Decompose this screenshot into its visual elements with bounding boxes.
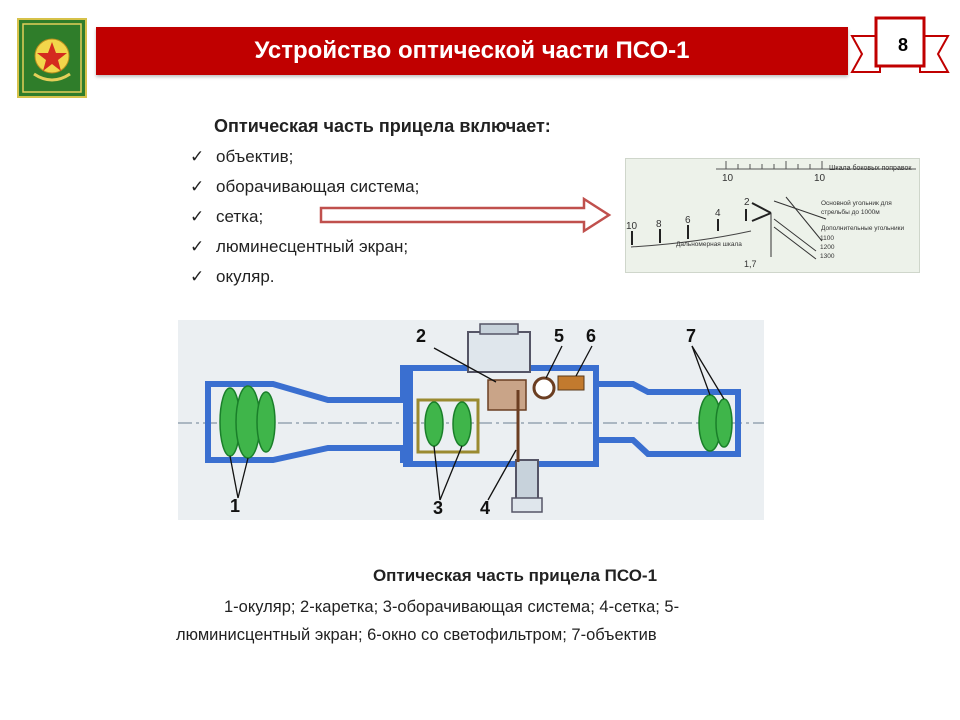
- scale-label-top: Шкала боковых поправок: [829, 165, 912, 172]
- scale-extra-1100: 1100: [820, 235, 834, 242]
- list-item-text: оборачивающая система;: [216, 177, 420, 196]
- list-item: ✓ оборачивающая система;: [190, 172, 419, 202]
- scale-top-number-right: 10: [814, 173, 826, 184]
- list-item: ✓ люминесцентный экран;: [190, 232, 419, 262]
- list-item-text: объектив;: [216, 147, 294, 166]
- checkmark-icon: ✓: [190, 147, 205, 166]
- emblem-logo: [17, 18, 87, 98]
- scale-digit: 8: [656, 219, 662, 230]
- caption-line-1: 1-окуляр; 2-каретка; 3-оборачивающая сис…: [224, 598, 680, 616]
- list-heading: Оптическая часть прицела включает:: [214, 116, 551, 136]
- list-item: ✓ объектив;: [190, 142, 419, 172]
- part-label-7: 7: [686, 326, 697, 346]
- scale-extra-1200: 1200: [820, 244, 835, 251]
- list-item: ✓ окуляр.: [190, 262, 419, 292]
- scale-label-range: Дальномерная шкала: [676, 241, 742, 248]
- slide-title: Устройство оптической части ПСО-1: [96, 27, 848, 75]
- scale-label-extra: Дополнительные угольники: [821, 225, 905, 232]
- list-item-text: сетка;: [216, 207, 264, 226]
- part-label-6: 6: [586, 326, 597, 346]
- scale-bottom-number: 1,7: [744, 259, 757, 269]
- scale-digit: 2: [744, 197, 750, 208]
- page-ribbon-icon: [850, 16, 950, 73]
- part-label-1: 1: [230, 496, 241, 516]
- scale-digit: 6: [685, 215, 691, 226]
- page-number: 8: [897, 35, 908, 55]
- part-label-4: 4: [480, 498, 491, 518]
- checkmark-icon: ✓: [190, 177, 205, 196]
- scale-label-main: Основной угольник для стрельбы до 1000м: [821, 200, 892, 216]
- list-item-text: люминесцентный экран;: [216, 237, 409, 256]
- scale-digit: 4: [715, 208, 721, 219]
- part-label-5: 5: [554, 326, 565, 346]
- list-item-text: окуляр.: [216, 267, 275, 286]
- scale-extra-1300: 1300: [820, 253, 835, 260]
- reticle-scale-image: Шкала боковых поправок 10 10 Основной уг…: [625, 158, 920, 273]
- components-list: ✓ объектив; ✓ оборачивающая система; ✓ сетк…: [190, 142, 419, 292]
- pointer-arrow-icon: [319, 196, 612, 234]
- list-item: ✓ сетка;: [190, 202, 419, 232]
- checkmark-icon: ✓: [190, 207, 205, 226]
- caption-title: Оптическая часть прицела ПСО-1: [372, 566, 658, 585]
- part-label-2: 2: [416, 326, 427, 346]
- caption-line-2: люминисцентный экран; 6-окно со светофил…: [176, 626, 657, 644]
- checkmark-icon: ✓: [190, 237, 205, 256]
- optical-diagram: 1 2 3 4 5 6 7: [178, 320, 764, 520]
- checkmark-icon: ✓: [190, 267, 205, 286]
- scale-top-number-left: 10: [722, 173, 734, 184]
- part-label-3: 3: [433, 498, 444, 518]
- scale-digit: 10: [626, 221, 638, 232]
